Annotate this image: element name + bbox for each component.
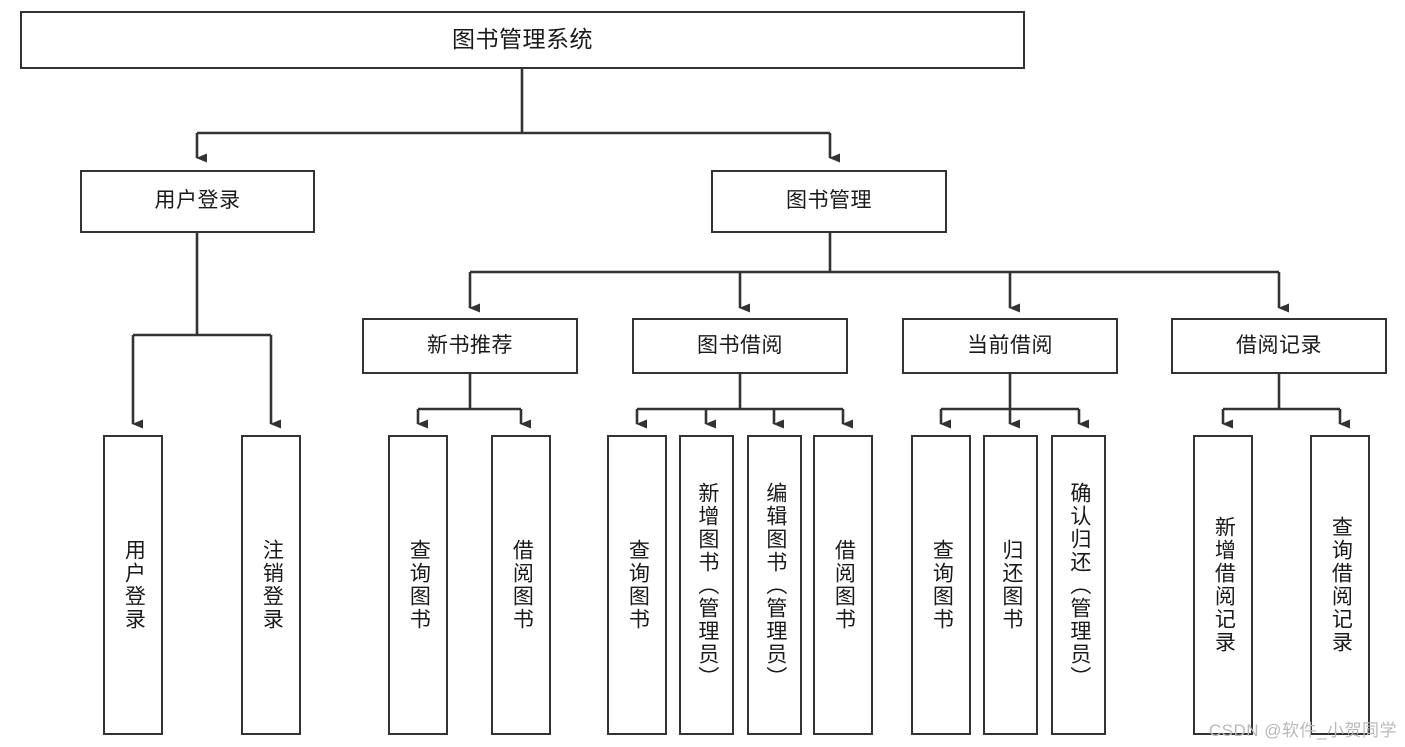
leaf-query-book-new-label: 查询图书 <box>407 539 431 631</box>
leaf-query-book-current-label: 查询图书 <box>930 539 954 631</box>
node-new-book-recommend[interactable]: 新书推荐 <box>362 318 578 374</box>
node-book-management-label: 图书管理 <box>786 189 872 213</box>
node-current-borrow-label: 当前借阅 <box>967 333 1053 357</box>
leaf-query-borrow-record-label: 查询借阅记录 <box>1329 516 1353 654</box>
leaf-query-book-new[interactable]: 查询图书 <box>388 435 448 735</box>
node-borrow-record-label: 借阅记录 <box>1236 333 1322 357</box>
node-book-borrow[interactable]: 图书借阅 <box>632 318 848 374</box>
leaf-add-borrow-record[interactable]: 新增借阅记录 <box>1193 435 1253 735</box>
leaf-borrow-book-borrow[interactable]: 借阅图书 <box>813 435 873 735</box>
leaf-borrow-book-new[interactable]: 借阅图书 <box>491 435 551 735</box>
leaf-add-borrow-record-label: 新增借阅记录 <box>1212 516 1236 654</box>
leaf-confirm-return-admin[interactable]: 确认归还（管理员） <box>1051 435 1106 735</box>
node-book-management[interactable]: 图书管理 <box>711 170 947 233</box>
leaf-logout[interactable]: 注销登录 <box>241 435 301 735</box>
leaf-user-login-label: 用户登录 <box>122 539 146 631</box>
node-book-borrow-label: 图书借阅 <box>697 333 783 357</box>
leaf-edit-book-admin-label: 编辑图书（管理员） <box>763 481 787 689</box>
leaf-query-borrow-record[interactable]: 查询借阅记录 <box>1310 435 1370 735</box>
leaf-query-book-current[interactable]: 查询图书 <box>911 435 971 735</box>
leaf-edit-book-admin[interactable]: 编辑图书（管理员） <box>747 435 802 735</box>
leaf-return-book-label: 归还图书 <box>999 539 1023 631</box>
node-root[interactable]: 图书管理系统 <box>20 11 1025 69</box>
leaf-confirm-return-admin-label: 确认归还（管理员） <box>1067 481 1091 689</box>
csdn-watermark: CSDN @软件_小贺同学 <box>1208 721 1397 740</box>
leaf-query-book-borrow[interactable]: 查询图书 <box>607 435 667 735</box>
node-new-book-recommend-label: 新书推荐 <box>427 333 513 357</box>
leaf-borrow-book-new-label: 借阅图书 <box>510 539 534 631</box>
leaf-query-book-borrow-label: 查询图书 <box>626 539 650 631</box>
leaf-add-book-admin-label: 新增图书（管理员） <box>695 481 719 689</box>
leaf-borrow-book-borrow-label: 借阅图书 <box>832 539 856 631</box>
node-user-login[interactable]: 用户登录 <box>80 170 315 233</box>
node-root-label: 图书管理系统 <box>452 26 593 53</box>
node-user-login-label: 用户登录 <box>154 189 241 213</box>
leaf-user-login[interactable]: 用户登录 <box>103 435 163 735</box>
leaf-return-book[interactable]: 归还图书 <box>983 435 1038 735</box>
node-borrow-record[interactable]: 借阅记录 <box>1171 318 1387 374</box>
node-current-borrow[interactable]: 当前借阅 <box>902 318 1118 374</box>
leaf-add-book-admin[interactable]: 新增图书（管理员） <box>679 435 734 735</box>
leaf-logout-label: 注销登录 <box>260 539 284 631</box>
